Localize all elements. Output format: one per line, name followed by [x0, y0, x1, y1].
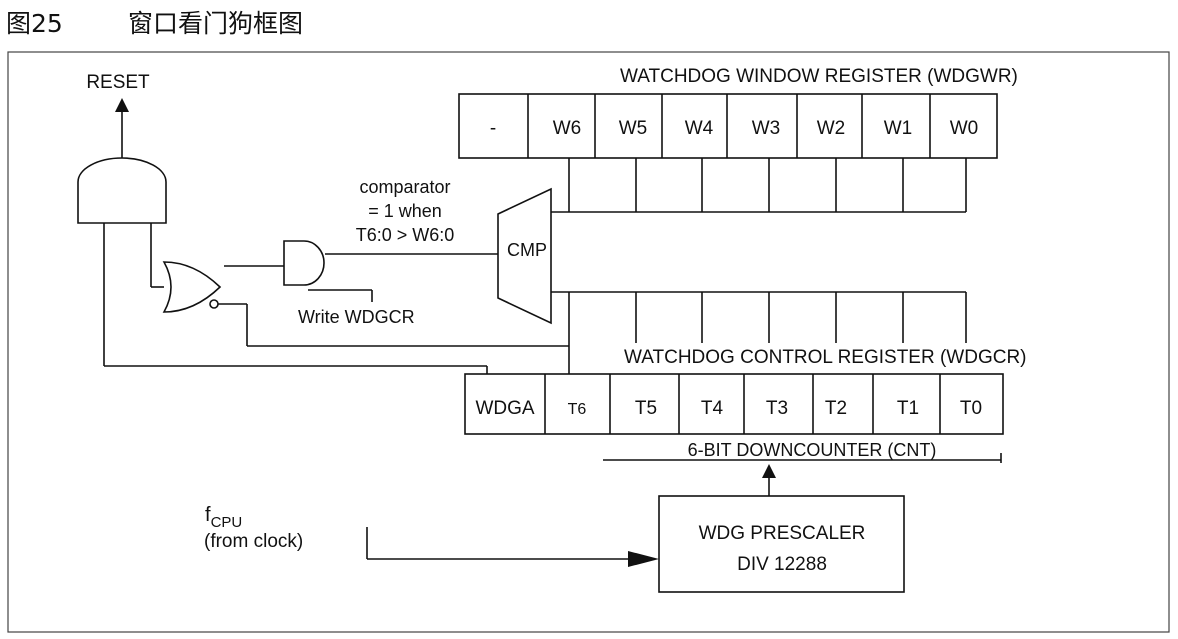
figure-number: 图25: [6, 9, 63, 38]
comparator-note-3: T6:0 > W6:0: [356, 225, 455, 245]
wdgwr-bit-0: W0: [950, 118, 979, 139]
wdgwr-bit-1: W1: [884, 118, 913, 139]
wdgcr-bit-0: T0: [960, 398, 982, 419]
wdgcr-bit-7: WDGA: [475, 398, 534, 419]
prescaler-label-1: WDG PRESCALER: [699, 523, 866, 544]
window-register-frame: [458, 93, 998, 159]
or-gate-inverter: [209, 299, 219, 309]
wdgcr-bit-6: T6: [568, 401, 587, 418]
wdgwr-bit-6: W6: [553, 118, 582, 139]
comparator-note-1: comparator: [359, 177, 450, 197]
and-gate-write: [283, 240, 325, 286]
write-wdgcr-label: Write WDGCR: [298, 307, 415, 327]
prescaler-block: [658, 495, 905, 593]
wdgcr-bit-5: T5: [635, 398, 657, 419]
and-gate-reset: [77, 157, 167, 224]
reset-label: RESET: [86, 72, 150, 93]
window-register-title: WATCHDOG WINDOW REGISTER (WDGWR): [620, 66, 1018, 87]
comparator-block: [497, 187, 552, 325]
wdgwr-bit-2: W2: [817, 118, 846, 139]
wdgcr-bit-1: T1: [897, 398, 919, 419]
fcpu-label: fCPU: [205, 504, 242, 531]
control-register-title: WATCHDOG CONTROL REGISTER (WDGCR): [624, 347, 1027, 368]
clock-source-label: (from clock): [204, 531, 303, 552]
comparator-note-2: = 1 when: [368, 201, 442, 221]
wdgwr-bit-5: W5: [619, 118, 648, 139]
figure-title: 窗口看门狗框图: [128, 9, 303, 38]
outer-frame: [7, 51, 1170, 633]
counter-arrow-icon: [762, 464, 776, 478]
clock-arrow-icon: [628, 551, 659, 567]
prescaler-label-2: DIV 12288: [737, 554, 827, 575]
control-bus: [551, 291, 967, 343]
wdgcr-bit-2: T2: [825, 398, 847, 419]
comparator-label: CMP: [507, 240, 547, 260]
window-bus: [551, 158, 967, 213]
wdgwr-bit-3: W3: [752, 118, 781, 139]
control-register-frame: [464, 373, 1004, 435]
reset-arrow-icon: [115, 98, 129, 112]
window-register: - W6 W5 W4 W3 W2 W1 W0: [458, 93, 998, 159]
wdgwr-bit-7: -: [490, 118, 496, 139]
control-register: WDGA T6 T5 T4 T3 T2 T1 T0: [464, 373, 1004, 435]
wdgwr-bit-4: W4: [685, 118, 714, 139]
wdgcr-bit-4: T4: [701, 398, 724, 419]
or-gate: [162, 261, 222, 313]
downcounter-label: 6-BIT DOWNCOUNTER (CNT): [688, 440, 937, 460]
wdgcr-bit-3: T3: [766, 398, 788, 419]
